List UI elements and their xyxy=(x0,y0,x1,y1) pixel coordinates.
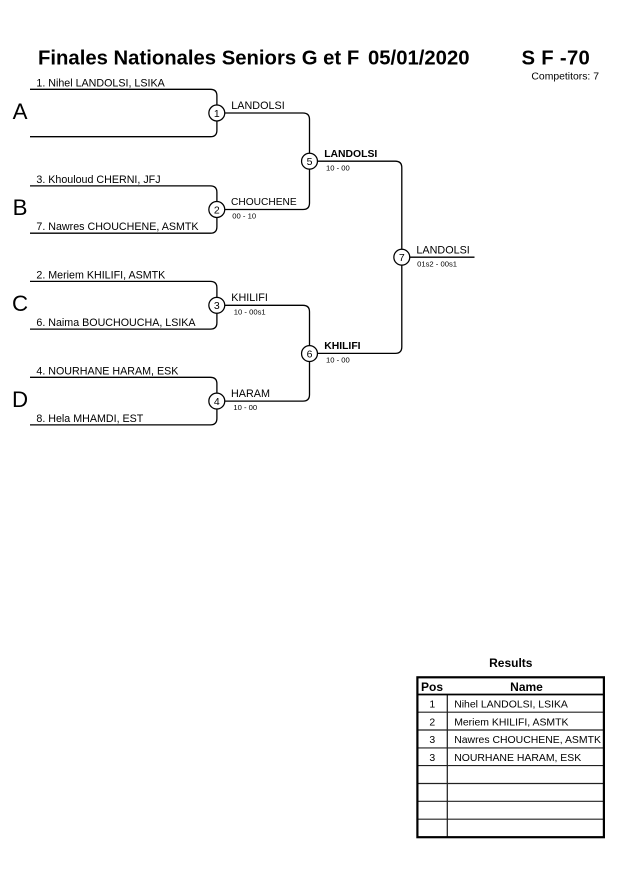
svg-text:6: 6 xyxy=(307,348,313,360)
svg-text:5: 5 xyxy=(307,156,313,168)
svg-text:2: 2 xyxy=(214,204,220,216)
svg-text:Meriem KHILIFI, ASMTK: Meriem KHILIFI, ASMTK xyxy=(454,717,568,728)
svg-text:LANDOLSI: LANDOLSI xyxy=(324,149,377,160)
svg-text:A: A xyxy=(13,99,28,124)
svg-text:4. NOURHANE HARAM, ESK: 4. NOURHANE HARAM, ESK xyxy=(36,365,179,377)
svg-text:01s2 - 00s1: 01s2 - 00s1 xyxy=(417,259,457,268)
svg-text:2. Meriem KHILIFI, ASMTK: 2. Meriem KHILIFI, ASMTK xyxy=(36,269,166,281)
svg-text:3: 3 xyxy=(429,735,435,746)
svg-text:D: D xyxy=(12,387,28,412)
svg-text:1. Nihel LANDOLSI, LSIKA: 1. Nihel LANDOLSI, LSIKA xyxy=(36,77,165,89)
svg-text:10 - 00: 10 - 00 xyxy=(326,163,350,172)
svg-text:C: C xyxy=(12,291,28,316)
svg-text:CHOUCHENE: CHOUCHENE xyxy=(231,197,297,208)
svg-text:2: 2 xyxy=(429,717,435,728)
svg-text:Name: Name xyxy=(510,680,543,694)
svg-text:05/01/2020: 05/01/2020 xyxy=(368,47,470,69)
svg-text:8. Hela MHAMDI, EST: 8. Hela MHAMDI, EST xyxy=(36,413,143,425)
svg-text:1: 1 xyxy=(214,108,220,120)
svg-text:7. Nawres CHOUCHENE, ASMTK: 7. Nawres CHOUCHENE, ASMTK xyxy=(36,221,199,233)
svg-text:Pos: Pos xyxy=(421,680,443,694)
svg-text:3: 3 xyxy=(214,300,220,312)
svg-text:KHILIFI: KHILIFI xyxy=(231,292,268,304)
svg-text:HARAM: HARAM xyxy=(231,388,270,400)
svg-text:Nihel LANDOLSI, LSIKA: Nihel LANDOLSI, LSIKA xyxy=(454,700,568,711)
svg-text:KHILIFI: KHILIFI xyxy=(324,341,360,352)
svg-text:S F -70: S F -70 xyxy=(522,47,591,69)
svg-text:7: 7 xyxy=(399,252,405,264)
svg-text:3. Khouloud CHERNI, JFJ: 3. Khouloud CHERNI, JFJ xyxy=(36,174,160,186)
svg-text:6. Naima BOUCHOUCHA, LSIKA: 6. Naima BOUCHOUCHA, LSIKA xyxy=(36,317,196,329)
svg-text:Competitors: 7: Competitors: 7 xyxy=(531,71,599,82)
svg-text:LANDOLSI: LANDOLSI xyxy=(231,100,284,112)
svg-text:Finales Nationales Seniors G e: Finales Nationales Seniors G et F xyxy=(38,47,359,69)
svg-text:NOURHANE HARAM, ESK: NOURHANE HARAM, ESK xyxy=(454,753,581,764)
svg-text:10 - 00: 10 - 00 xyxy=(233,403,257,412)
svg-text:10 - 00s1: 10 - 00s1 xyxy=(234,308,266,317)
svg-text:B: B xyxy=(13,195,28,220)
svg-text:10 - 00: 10 - 00 xyxy=(326,356,350,365)
svg-text:1: 1 xyxy=(429,700,435,711)
svg-text:Results: Results xyxy=(489,656,533,670)
svg-text:00 - 10: 00 - 10 xyxy=(232,212,256,221)
svg-text:Nawres CHOUCHENE, ASMTK: Nawres CHOUCHENE, ASMTK xyxy=(454,735,601,746)
svg-text:3: 3 xyxy=(429,753,435,764)
svg-text:4: 4 xyxy=(214,396,220,408)
svg-text:LANDOLSI: LANDOLSI xyxy=(416,245,469,257)
